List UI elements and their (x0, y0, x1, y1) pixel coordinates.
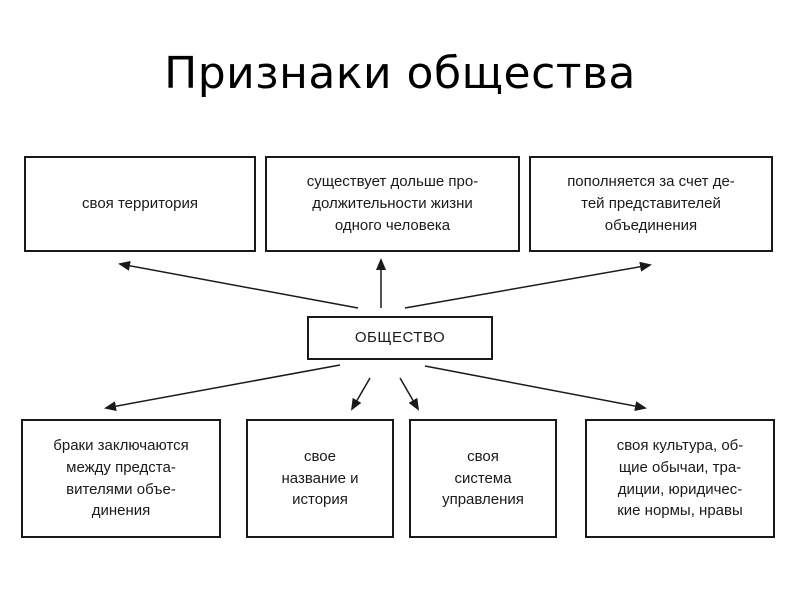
arrow-to-culture (424, 365, 647, 412)
page-title: Признаки общества (164, 48, 636, 99)
box-name-history-label: свое название и история (281, 447, 359, 509)
box-name-history: свое название и история (246, 419, 394, 538)
box-replenish-label: пополняется за счет де- тей представител… (567, 173, 735, 234)
arrow-to-marriages (104, 364, 341, 412)
box-territory: своя территория (24, 156, 256, 252)
box-replenish: пополняется за счет де- тей представител… (529, 156, 773, 252)
box-government: своя система управления (409, 419, 557, 538)
box-society: ОБЩЕСТВО (307, 316, 493, 360)
box-territory-label: своя территория (82, 195, 198, 213)
box-culture-label: своя культура, об- щие обычаи, тра- дици… (616, 437, 744, 520)
arrow-to-government (399, 377, 420, 411)
arrow-to-replenish (404, 261, 652, 309)
box-marriages: браки заключаются между предста- вителям… (21, 419, 221, 538)
box-culture: своя культура, об- щие обычаи, тра- дици… (585, 419, 775, 538)
box-duration: существует дольше про- должительности жи… (265, 156, 520, 252)
box-government-label: своя система управления (442, 447, 524, 509)
arrow-to-territory (118, 260, 359, 309)
box-duration-label: существует дольше про- должительности жи… (306, 173, 479, 234)
box-society-label: ОБЩЕСТВО (354, 329, 446, 347)
arrow-to-name-history (350, 377, 371, 411)
box-marriages-label: браки заключаются между предста- вителям… (53, 437, 189, 520)
